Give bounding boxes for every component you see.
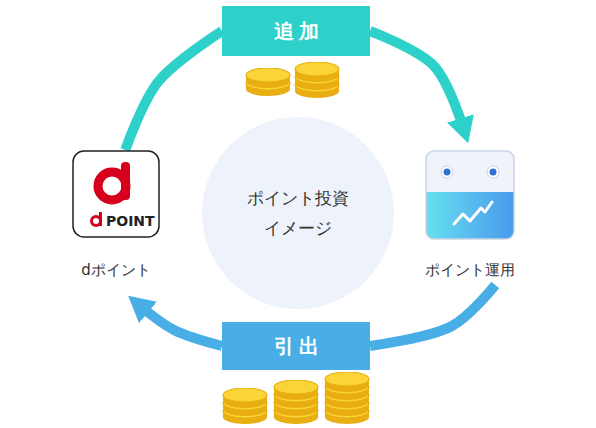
center-circle: ポイント投資 イメージ	[201, 116, 395, 310]
cycle-arrow	[370, 31, 463, 128]
cycle-arrow	[140, 306, 222, 346]
point-investment-node: ポイント運用	[415, 150, 525, 285]
node-text: POINT	[106, 212, 155, 230]
node-text: ポイント運用	[415, 260, 525, 280]
cycle-arrow	[370, 285, 495, 346]
coin-stack-top	[246, 62, 339, 98]
coin-stack-bottom	[223, 372, 369, 424]
node-label: dポイント	[58, 260, 174, 280]
node-text: ポイント投資 イメージ	[239, 183, 357, 243]
center-circle-shape	[201, 116, 395, 310]
cycle-arrow	[125, 31, 222, 150]
dpoint-node: POINT dポイント	[58, 150, 174, 285]
add-points-box: 追加	[222, 6, 370, 56]
node-text: 追加	[222, 6, 370, 56]
investment-app-icon	[425, 150, 515, 240]
node-text: 引出	[222, 322, 370, 370]
withdraw-box: 引出	[222, 322, 370, 370]
